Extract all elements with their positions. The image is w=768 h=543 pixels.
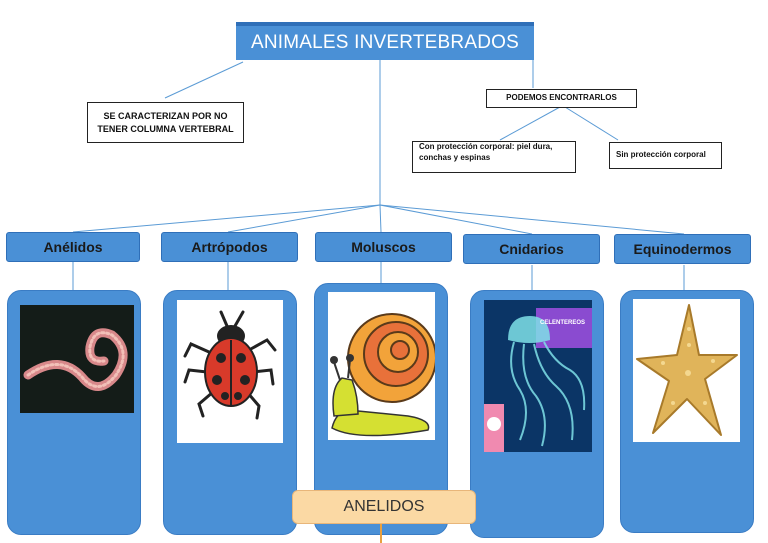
category-artropodos: Artrópodos: [161, 232, 298, 262]
jellyfish-tag: CELENTEREOS: [540, 320, 586, 326]
note-no-spine: SE CARACTERIZAN POR NO TENER COLUMNA VER…: [87, 102, 244, 143]
note-with-protection-line2: conchas y espinas: [419, 152, 491, 162]
title-box: ANIMALES INVERTEBRADOS: [236, 22, 534, 60]
starfish-photo: [633, 299, 740, 442]
jellyfish-photo: CELENTEREOS: [484, 300, 592, 452]
starfish-icon: [636, 304, 738, 436]
worm-photo: [20, 305, 134, 413]
note-without-protection: Sin protección corporal: [609, 142, 722, 169]
ladybug-photo: [177, 300, 283, 443]
category-cnidarios: Cnidarios: [463, 234, 600, 264]
ladybug-icon: [183, 310, 277, 420]
worm-icon: [23, 328, 128, 391]
category-equinodermos: Equinodermos: [614, 234, 751, 264]
note-no-spine-line1: SE CARACTERIZAN POR NO: [103, 111, 228, 122]
snail-icon: [330, 313, 435, 437]
category-moluscos: Moluscos: [315, 232, 452, 262]
note-with-protection-line1: Con protección corporal: piel dura,: [419, 142, 553, 151]
note-with-protection: Con protección corporal: piel dura, conc…: [412, 141, 576, 173]
category-anelidos: Anélidos: [6, 232, 140, 262]
snail-photo: [328, 292, 435, 440]
note-no-spine-line2: TENER COLUMNA VERTEBRAL: [97, 123, 234, 134]
jellyfish-icon: [484, 300, 592, 452]
bottom-label-anelidos: ANELIDOS: [292, 490, 476, 524]
bottom-connector: [380, 524, 382, 543]
note-where-found: PODEMOS ENCONTRARLOS: [486, 89, 637, 108]
